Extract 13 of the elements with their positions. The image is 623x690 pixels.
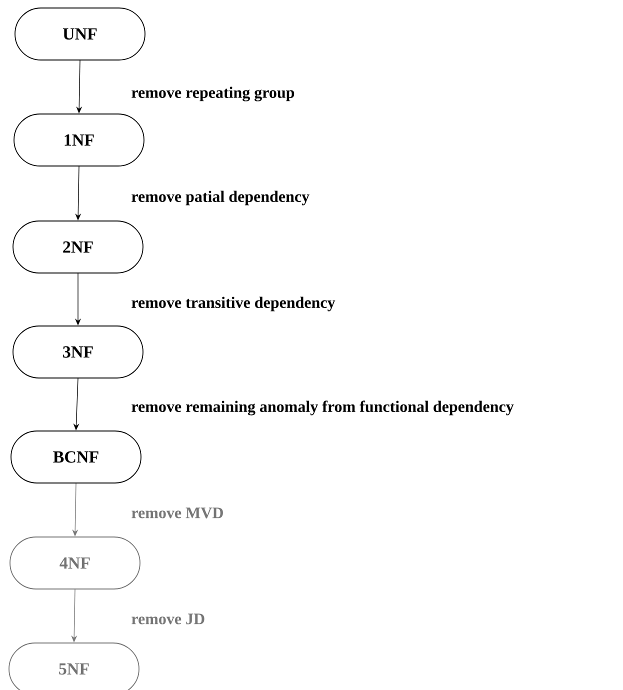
rounded-box: 1NF	[14, 114, 144, 166]
rounded-box: 3NF	[12, 326, 144, 378]
rounded-box: BCNF	[10, 430, 142, 484]
rounded-box: 2NF	[12, 220, 144, 274]
edge-label: remove repeating group	[132, 86, 294, 102]
rounded-box: 4NF	[10, 536, 140, 590]
rounded-box: UNF	[14, 8, 146, 60]
edge-label: remove patial dependency	[132, 190, 310, 206]
edge-label: remove remaining anomaly from functional dependency	[132, 400, 514, 416]
edge-label: remove transitive dependency	[132, 296, 336, 312]
edge-label: remove MVD	[132, 508, 223, 518]
edge-label: remove JD	[132, 614, 204, 624]
rounded-box: 5NF	[8, 642, 140, 690]
